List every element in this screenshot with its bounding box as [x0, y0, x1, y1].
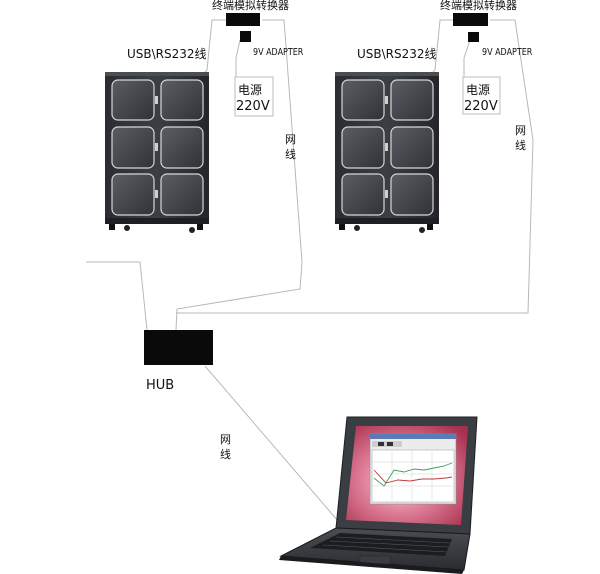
power-label-right: 电源 — [466, 83, 490, 97]
network-label-bottom-1: 网 — [220, 433, 231, 446]
network-label-left-1: 网 — [285, 133, 296, 146]
adapter-box-right — [468, 32, 479, 42]
monitoring-software-window — [369, 433, 457, 505]
adapter-box-left — [240, 31, 251, 42]
hub-to-laptop-cable — [204, 365, 339, 522]
usb-label-right: USB\RS232线 — [357, 47, 437, 61]
network-cable-right — [176, 19, 534, 314]
connection-lines — [86, 19, 534, 522]
converter-label-left: 终端模拟转换器 — [212, 0, 289, 12]
power-label-left: 电源 — [238, 83, 262, 97]
power-voltage-right: 220V — [464, 99, 498, 114]
dry-cabinet-left — [105, 72, 209, 233]
usb-label-left: USB\RS232线 — [127, 47, 207, 61]
network-label-left-2: 线 — [285, 147, 296, 161]
hub-label: HUB — [146, 378, 174, 393]
converter-label-right: 终端模拟转换器 — [440, 0, 517, 12]
hub-box — [144, 330, 213, 365]
rs232-cable-left — [201, 19, 247, 76]
dry-cabinet-right — [335, 72, 439, 233]
laptop — [279, 416, 478, 574]
network-label-right-2: 线 — [515, 138, 526, 152]
converter-box-left — [226, 13, 260, 26]
network-label-bottom-2: 线 — [220, 447, 231, 461]
uplink-cable — [86, 261, 148, 331]
converter-box-right — [453, 13, 488, 26]
power-box-right — [462, 76, 501, 115]
adapter-label-right: 9V ADAPTER — [482, 47, 533, 58]
power-voltage-left: 220V — [236, 99, 270, 114]
power-box-left — [234, 76, 274, 117]
adapter-label-left: 9V ADAPTER — [253, 47, 304, 58]
network-label-right-1: 网 — [515, 124, 526, 137]
